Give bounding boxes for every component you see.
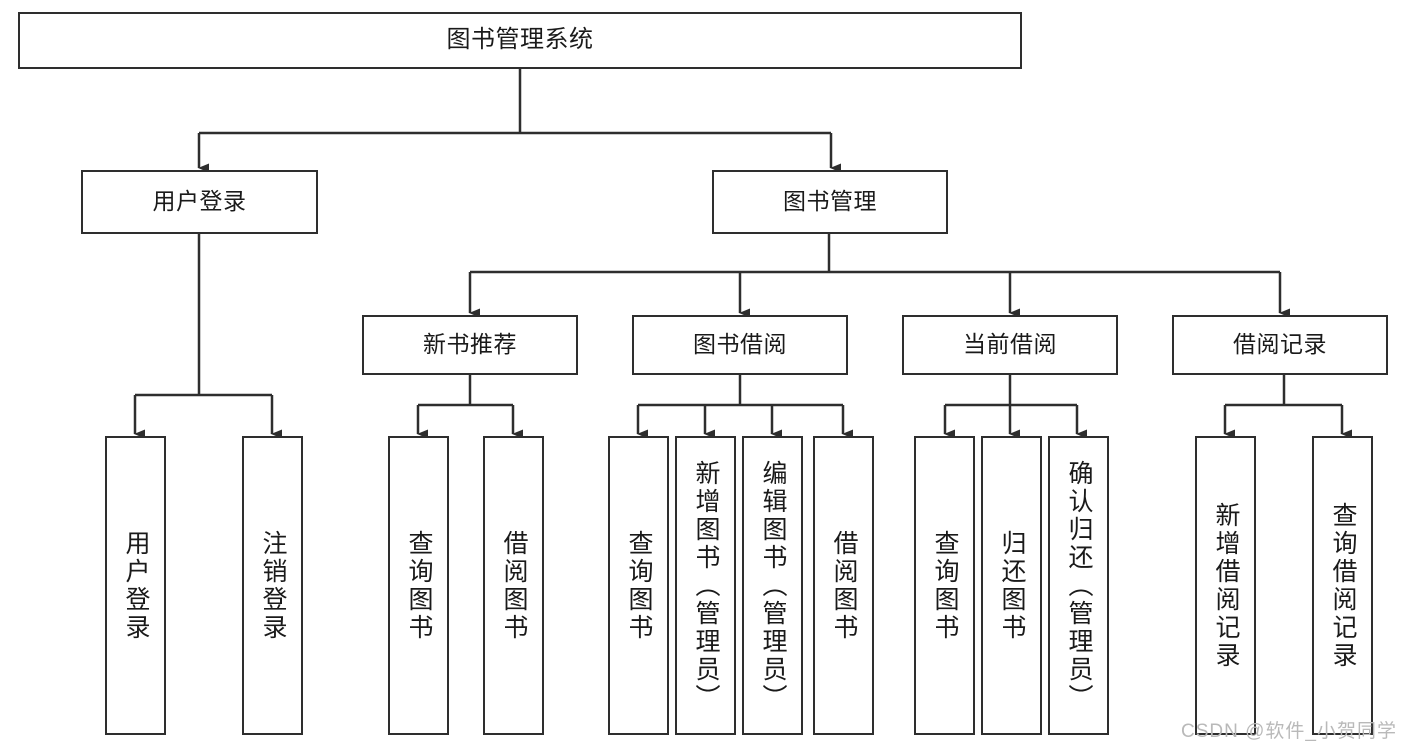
node-borrow-record-label: 借阅记录 <box>1233 331 1327 358</box>
leaf-edit-book-label: 编辑图书（管理员） <box>759 459 787 712</box>
leaf-query-book-1-label: 查询图书 <box>405 529 433 642</box>
node-new-book-rec[interactable]: 新书推荐 <box>362 315 578 375</box>
leaf-return-book-label: 归还图书 <box>998 529 1026 642</box>
leaf-query-record[interactable]: 查询借阅记录 <box>1312 436 1373 735</box>
node-book-borrow-label: 图书借阅 <box>693 331 787 358</box>
leaf-add-record-label: 新增借阅记录 <box>1212 501 1240 670</box>
leaf-user-logout[interactable]: 注销登录 <box>242 436 303 735</box>
leaf-add-record[interactable]: 新增借阅记录 <box>1195 436 1256 735</box>
leaf-user-login[interactable]: 用户登录 <box>105 436 166 735</box>
leaf-user-logout-label: 注销登录 <box>259 529 287 642</box>
leaf-add-book-label: 新增图书（管理员） <box>692 459 720 712</box>
leaf-confirm-return-label: 确认归还（管理员） <box>1065 459 1093 712</box>
node-root-label: 图书管理系统 <box>446 26 594 54</box>
leaf-borrow-book-2-label: 借阅图书 <box>830 529 858 642</box>
node-book-borrow[interactable]: 图书借阅 <box>632 315 848 375</box>
node-borrow-record[interactable]: 借阅记录 <box>1172 315 1388 375</box>
leaf-borrow-book-1-label: 借阅图书 <box>500 529 528 642</box>
node-current-borrow-label: 当前借阅 <box>963 331 1057 358</box>
leaf-query-book-2-label: 查询图书 <box>625 529 653 642</box>
leaf-borrow-book-2[interactable]: 借阅图书 <box>813 436 874 735</box>
leaf-query-record-label: 查询借阅记录 <box>1329 501 1357 670</box>
node-root[interactable]: 图书管理系统 <box>18 12 1022 69</box>
leaf-add-book[interactable]: 新增图书（管理员） <box>675 436 736 735</box>
leaf-borrow-book-1[interactable]: 借阅图书 <box>483 436 544 735</box>
leaf-user-login-label: 用户登录 <box>122 529 150 642</box>
leaf-query-book-3-label: 查询图书 <box>931 529 959 642</box>
leaf-query-book-2[interactable]: 查询图书 <box>608 436 669 735</box>
node-book-manage[interactable]: 图书管理 <box>712 170 948 234</box>
leaf-edit-book[interactable]: 编辑图书（管理员） <box>742 436 803 735</box>
node-current-borrow[interactable]: 当前借阅 <box>902 315 1118 375</box>
node-new-book-rec-label: 新书推荐 <box>423 331 517 358</box>
leaf-query-book-3[interactable]: 查询图书 <box>914 436 975 735</box>
node-user-login[interactable]: 用户登录 <box>81 170 318 234</box>
node-book-manage-label: 图书管理 <box>783 188 877 215</box>
leaf-query-book-1[interactable]: 查询图书 <box>388 436 449 735</box>
csdn-watermark: CSDN @软件_小贺同学 <box>1181 721 1397 742</box>
leaf-return-book[interactable]: 归还图书 <box>981 436 1042 735</box>
node-user-login-label: 用户登录 <box>152 188 247 215</box>
leaf-confirm-return[interactable]: 确认归还（管理员） <box>1048 436 1109 735</box>
